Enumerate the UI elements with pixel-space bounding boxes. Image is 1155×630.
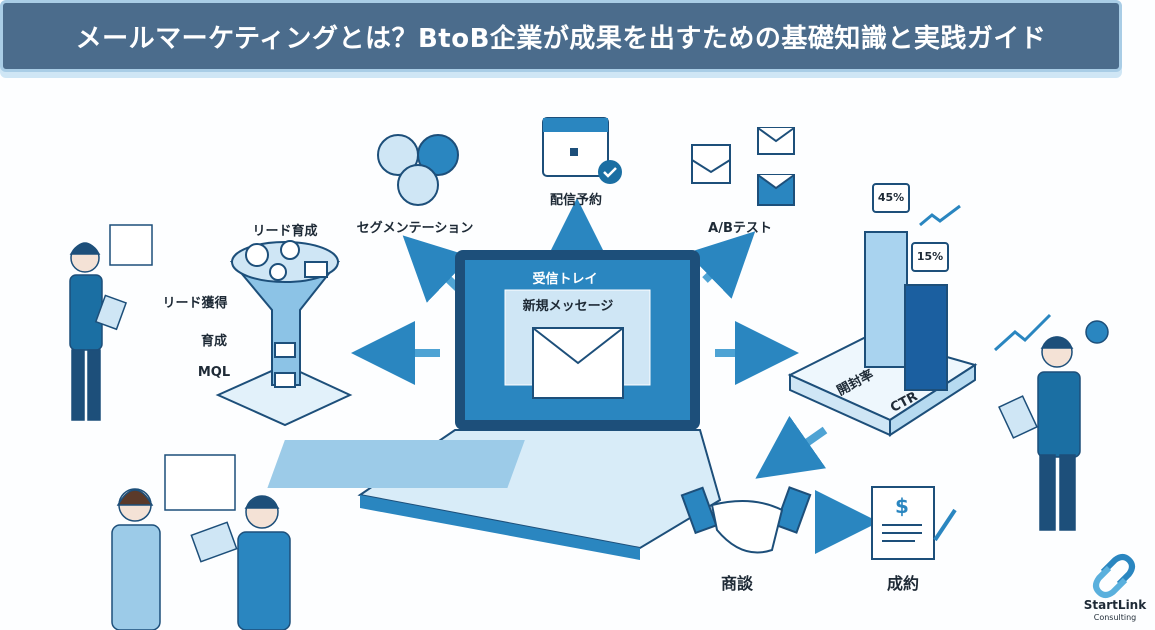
- label-lead-nurturing: リード育成: [252, 224, 318, 239]
- label-scheduled-delivery: 配信予約: [549, 193, 603, 208]
- title-banner: メールマーケティングとは？BtoB企業が成果を出すための基礎知識と実践ガイド: [0, 0, 1122, 72]
- handshake-icon: [680, 486, 812, 554]
- label-segmentation: セグメンテーション: [356, 221, 474, 236]
- logo-sub: Consulting: [1093, 613, 1137, 622]
- label-contract: 成約: [886, 574, 920, 593]
- page-title: メールマーケティングとは？BtoB企業が成果を出すための基礎知識と実践ガイド: [75, 23, 1047, 54]
- open-rate-value: 45%: [877, 191, 905, 204]
- arrow-to-abtest: [687, 231, 756, 299]
- label-nurturing: 育成: [200, 334, 228, 349]
- laptop: [267, 250, 722, 560]
- label-new-message: 新規メッセージ: [522, 299, 614, 314]
- arrow-chart-to-deal: [755, 415, 828, 479]
- open-rate-bar: [864, 231, 908, 368]
- segmentation-icon: [377, 134, 459, 206]
- startlink-logo: [1093, 554, 1135, 598]
- ctr-value: 15%: [916, 250, 944, 263]
- lead-funnel: [215, 240, 353, 427]
- logo-name: StartLink: [1083, 598, 1147, 612]
- label-inbox: 受信トレイ: [532, 272, 598, 287]
- contract-icon: $: [871, 486, 957, 560]
- label-mql: MQL: [197, 365, 231, 380]
- label-negotiation: 商談: [720, 574, 754, 593]
- calendar-icon: [542, 117, 622, 184]
- discussing-colleagues: [111, 454, 291, 630]
- ab-test-icon: [691, 127, 795, 206]
- label-lead-acquisition: リード獲得: [162, 296, 228, 311]
- ctr-bar: [904, 284, 948, 391]
- businessman-with-tablet: [993, 313, 1109, 531]
- woman-with-tablet: [69, 224, 153, 421]
- svg-text:$: $: [895, 494, 909, 518]
- metrics-chart: [787, 183, 978, 437]
- label-ab-test: A/Bテスト: [708, 221, 772, 236]
